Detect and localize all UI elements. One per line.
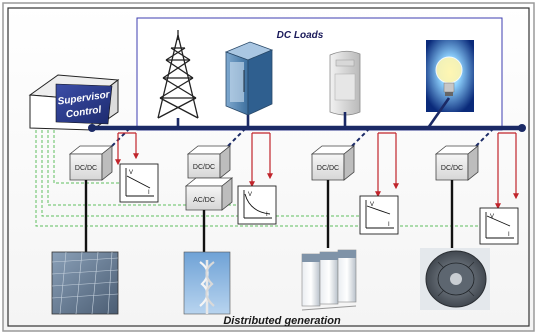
plot-axis-i: I [508,232,510,238]
plot-axis-v: V [370,202,374,208]
air-conditioner-icon [329,50,361,116]
plot-axis-i: I [266,212,268,218]
bus-node [88,124,96,132]
plot-axis-v: V [248,192,252,198]
converter-label-acdc: AC/DC [193,197,215,204]
battery-bank-icon [301,249,357,311]
vi-plot-1: V I [119,163,159,203]
droop-arrows [115,133,519,210]
plot-axis-v: V [490,214,494,220]
supervisor-control: Supervisor Control [28,74,120,131]
dcdc-converter-3: DC/DC [310,145,356,181]
refrigerator-icon [224,41,274,116]
light-bulb-icon [426,40,474,112]
converter-label: DC/DC [193,164,215,171]
converter-label: DC/DC [441,165,463,172]
wind-turbine-icon [183,251,231,315]
dcdc-converter-1: DC/DC [68,145,114,181]
plot-axis-i: I [388,222,390,228]
dcdc-converter-2: DC/DC [186,145,232,179]
acdc-converter: AC/DC [184,177,234,211]
dcdc-converter-4: DC/DC [434,145,480,181]
source-links [84,180,454,252]
distributed-generation-label: Distributed generation [223,315,341,327]
plot-axis-i: I [148,190,150,196]
solar-panel-icon [51,251,119,315]
vi-plot-2: V I [237,185,277,225]
inner-frame [7,7,530,327]
dc-loads-title: DC Loads [277,30,324,41]
vi-plot-4: V I [479,207,519,245]
converter-bus-links [111,127,495,147]
bus-node [518,124,526,132]
load-connections [176,97,451,129]
transmission-tower-icon [157,30,199,119]
supervisor-label-line2: Control [65,105,102,121]
vi-plot-3: V I [359,195,399,235]
converter-label: DC/DC [317,165,339,172]
generator-icon [420,248,490,310]
converter-label: DC/DC [75,165,97,172]
plot-axis-v: V [129,170,133,176]
